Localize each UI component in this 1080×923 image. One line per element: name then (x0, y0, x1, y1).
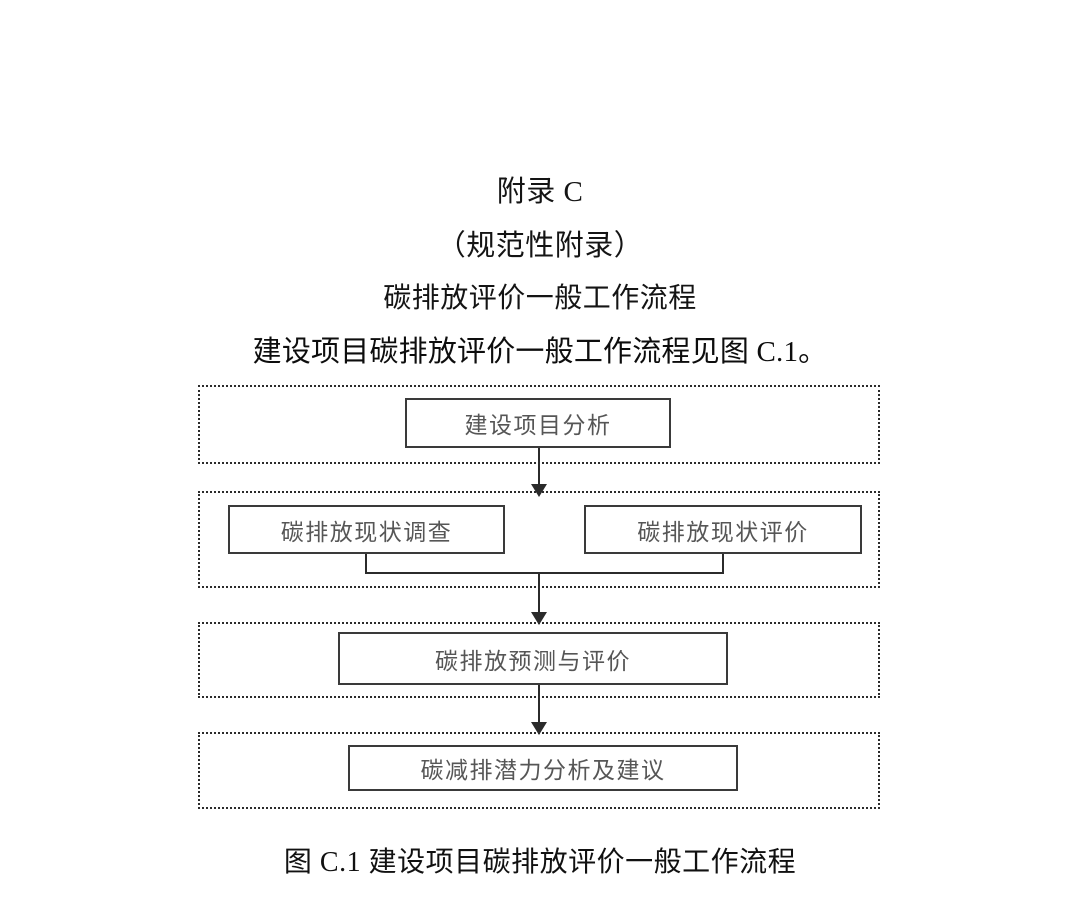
flow-box-project-analysis: 建设项目分析 (405, 398, 671, 448)
appendix-title: 附录 C (496, 176, 584, 208)
flow-box-forecast-eval: 碳排放预测与评价 (338, 632, 728, 685)
flow-box-reduction-plan: 碳减排潜力分析及建议 (348, 745, 738, 791)
arrow-head-stage2-to-stage3-icon (531, 612, 547, 625)
appendix-section-title: 碳排放评价一般工作流程 (383, 283, 697, 314)
connector-stage1-to-stage2 (538, 448, 540, 490)
figure-caption: 图 C.1 建设项目碳排放评价一般工作流程 (283, 847, 797, 878)
flow-box-status-eval: 碳排放现状评价 (584, 505, 862, 554)
arrow-head-stage3-to-stage4-icon (531, 722, 547, 735)
appendix-subtitle: （规范性附录） (436, 230, 644, 262)
flow-box-status-survey: 碳排放现状调查 (228, 505, 505, 554)
body-paragraph: 建设项目碳排放评价一般工作流程见图 C.1。 (252, 336, 828, 368)
connector-eval-down (722, 554, 724, 574)
connector-merge-bar (365, 572, 724, 574)
flow-stage-group-4 (198, 732, 880, 809)
connector-survey-down (365, 554, 367, 574)
connector-stage3-to-stage4 (538, 685, 540, 732)
connector-stage2-to-stage3 (538, 572, 540, 622)
arrow-head-stage1-to-stage2-icon (531, 484, 547, 497)
